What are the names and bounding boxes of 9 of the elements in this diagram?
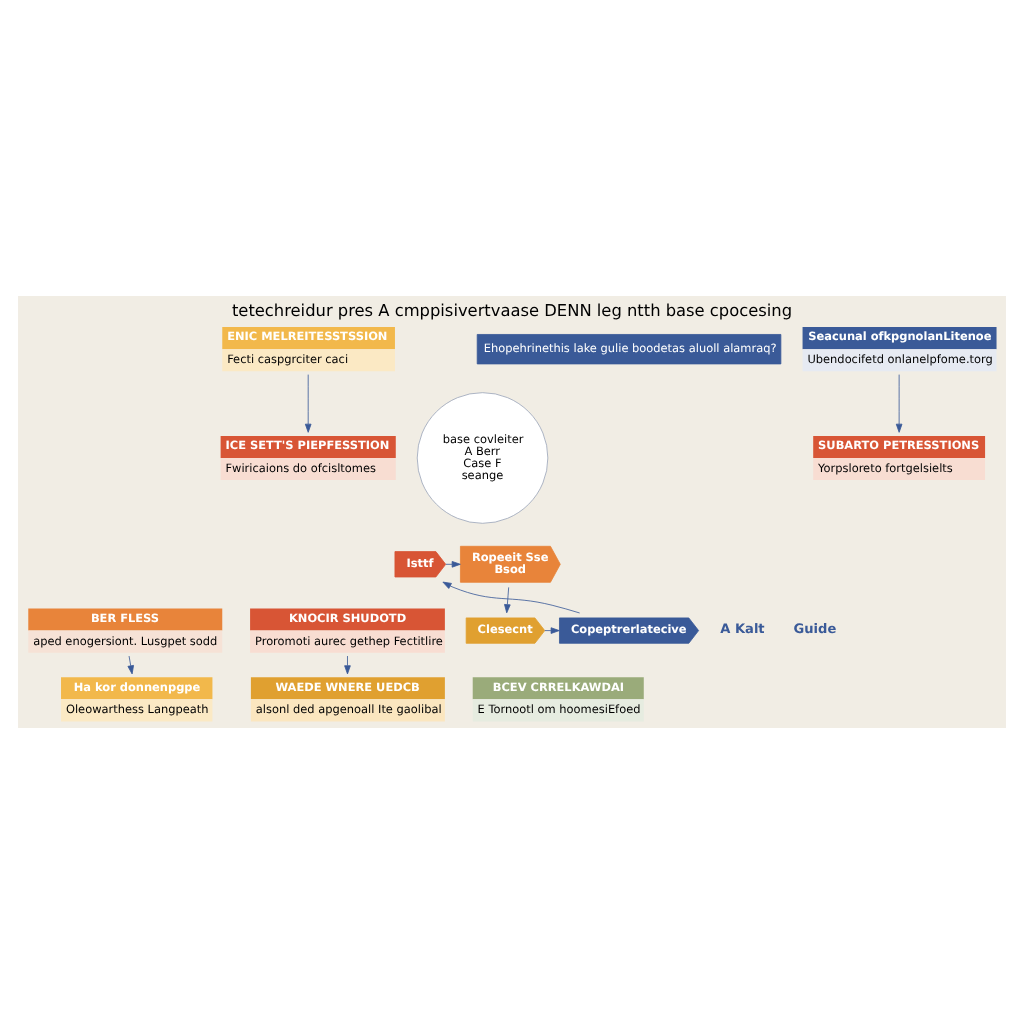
arrow xyxy=(304,374,312,433)
arrow xyxy=(344,655,351,675)
arrow xyxy=(544,627,560,634)
diagram-title: tetechreidur pres A cmppisivertvaase DENN leg ntth base cpocesing xyxy=(231,299,793,320)
arrow xyxy=(445,561,461,568)
arrow xyxy=(442,581,581,614)
arrow xyxy=(895,374,903,433)
arrow xyxy=(127,655,134,675)
arrow xyxy=(504,586,511,614)
